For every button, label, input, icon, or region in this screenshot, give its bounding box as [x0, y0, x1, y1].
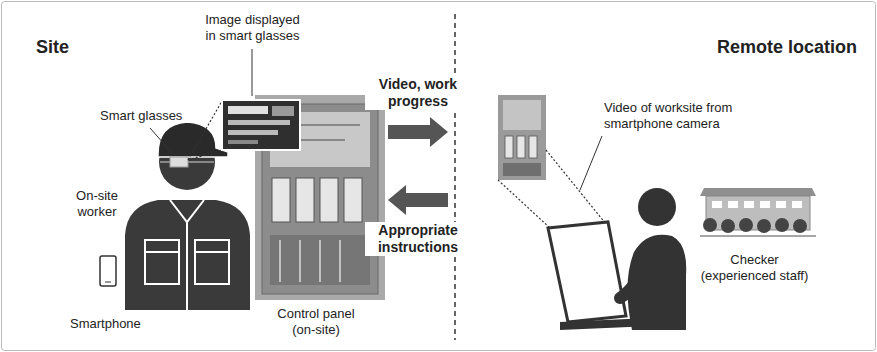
- office-building: [760, 201, 770, 208]
- office-building: [744, 201, 754, 208]
- leader-line: [252, 49, 253, 96]
- worker-figure: [170, 200, 204, 222]
- region-panel: Site: [10, 10, 388, 340]
- office-building: [757, 219, 771, 233]
- smartphone-icon: [105, 282, 111, 283]
- leader-line: [580, 136, 602, 190]
- callout-label: Video of worksite from smartphone camera: [604, 100, 764, 132]
- control-panel-photo: [320, 178, 338, 222]
- glasses-image: [228, 106, 268, 114]
- arrow-head: [388, 185, 406, 215]
- glasses-view-lines: [188, 101, 222, 160]
- worker-figure: [195, 251, 229, 253]
- worksite-video-thumbnail: [517, 136, 525, 158]
- arrow-shaft: [404, 193, 448, 207]
- control-panel-photo: [272, 178, 290, 222]
- flow-arrow: [388, 185, 448, 215]
- arrow-head: [430, 117, 448, 147]
- flow-arrow: [388, 117, 448, 147]
- callout-label: Smartphone: [70, 316, 141, 332]
- worksite-video-thumbnail: [498, 95, 546, 180]
- office-building: [712, 201, 722, 208]
- office-building: [792, 201, 802, 208]
- office-building: [739, 218, 753, 232]
- worker-figure: [125, 200, 250, 310]
- office-building: [700, 188, 816, 236]
- control-panel-photo: [319, 240, 321, 282]
- worker-figure: [186, 222, 188, 310]
- glasses-image: [272, 106, 294, 116]
- control-panel-photo: [296, 178, 314, 222]
- glasses-image: [228, 120, 290, 125]
- checker-figure: [620, 262, 645, 298]
- worker-figure: [145, 251, 179, 253]
- worksite-video-thumbnail: [503, 100, 541, 130]
- view-lines: [498, 150, 606, 228]
- smartphone-icon: [100, 256, 116, 286]
- control-panel-photo: [279, 240, 281, 282]
- arrow-shaft: [388, 125, 432, 139]
- callout-label: Control panel (on-site): [270, 306, 362, 338]
- worker-figure: [195, 240, 229, 284]
- control-panel-photo: [339, 240, 341, 282]
- smartphone-icon: [100, 256, 116, 286]
- worksite-video-thumbnail: [503, 163, 541, 176]
- office-building: [793, 219, 807, 233]
- worker-figure: [170, 157, 188, 167]
- view-lines: [546, 150, 606, 224]
- office-building: [721, 219, 735, 233]
- control-panel-photo: [270, 235, 370, 285]
- glasses-image: [228, 130, 278, 135]
- office-building: [700, 188, 816, 196]
- office-building: [776, 201, 786, 208]
- region-panel: Remote location: [448, 10, 867, 340]
- glasses-image: [222, 100, 300, 150]
- checker-figure: [548, 222, 626, 322]
- callout-label: Checker (experienced staff): [692, 252, 817, 284]
- office-building: [703, 218, 717, 232]
- worksite-video-thumbnail: [505, 136, 513, 158]
- glasses-view-lines: [188, 101, 222, 160]
- arrow-label: Video, work progress: [365, 76, 471, 110]
- control-panel-photo: [344, 178, 362, 222]
- worker-figure: [145, 240, 179, 284]
- region-heading: Remote location: [448, 36, 857, 58]
- callout-label: On-site worker: [66, 188, 128, 220]
- glasses-image: [228, 140, 258, 144]
- office-building: [775, 218, 789, 232]
- callout-label: Image displayed in smart glasses: [200, 12, 305, 44]
- worksite-video-thumbnail: [498, 95, 546, 180]
- control-panel-photo: [299, 240, 301, 282]
- worksite-video-thumbnail: [529, 136, 537, 158]
- office-building: [728, 201, 738, 208]
- glasses-image: [222, 100, 300, 150]
- arrow-label: Appropriate instructions: [365, 222, 471, 256]
- leader-line: [150, 128, 172, 153]
- callout-label: Smart glasses: [100, 108, 182, 124]
- checker-figure: [638, 188, 676, 226]
- view-lines: [498, 180, 550, 228]
- office-building: [700, 235, 816, 237]
- divider-line: [454, 14, 456, 340]
- checker-figure: [548, 188, 686, 330]
